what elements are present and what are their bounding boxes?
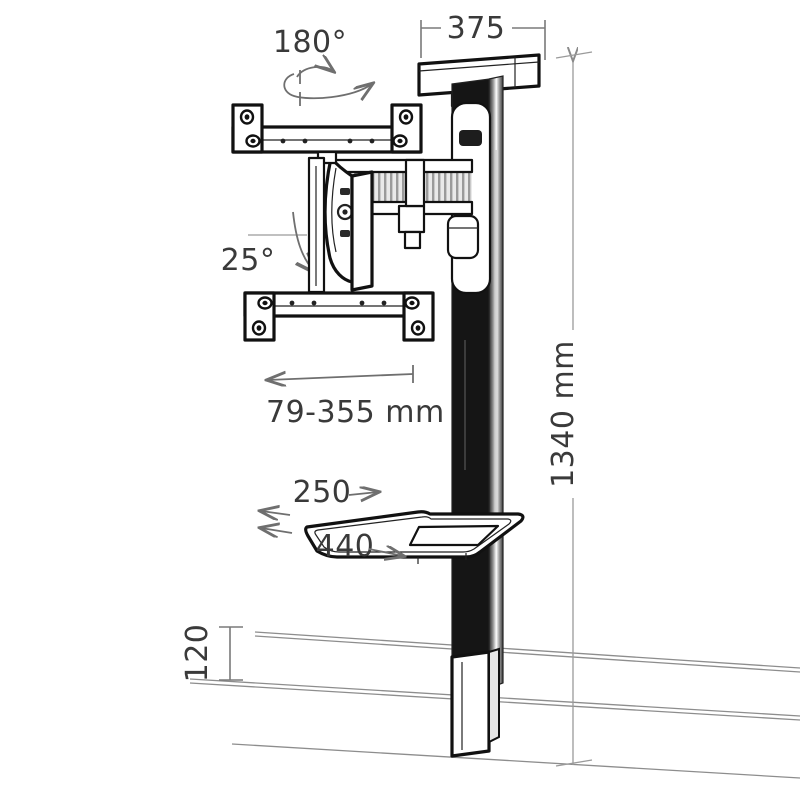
equipment-shelf <box>304 510 525 564</box>
dimension-extension-range: 79-355 mm <box>266 365 445 430</box>
swivel-angle-label: 180° <box>273 25 347 60</box>
dimension-label-120: 120 <box>180 624 215 683</box>
annotation-swivel-180: 180° <box>273 25 372 106</box>
tilt-adjustment-plate <box>323 156 374 292</box>
dimension-shelf-depth-250: 250 <box>261 475 378 515</box>
swivel-rotation-arrow-icon <box>283 67 372 106</box>
dimension-label-440: 440 <box>316 529 375 564</box>
bracket-vertical-connector <box>307 156 326 294</box>
dimension-label-375: 375 <box>447 11 506 46</box>
dimension-label-250: 250 <box>293 475 352 510</box>
wall-plate-logo <box>459 130 482 146</box>
annotation-tilt-25: 25° <box>221 211 314 278</box>
dimension-shelf-width-440: 440 <box>261 528 403 564</box>
dimension-label-1340: 1340 mm <box>546 340 581 488</box>
tilt-angle-label: 25° <box>221 243 276 278</box>
dimension-label-extension: 79-355 mm <box>266 395 445 430</box>
dimension-base-height-120: 120 <box>180 624 243 683</box>
dimension-depth-375: 375 <box>420 11 546 60</box>
shelf-inset-panel <box>408 524 500 547</box>
upper-vesa-bracket-bar <box>231 103 423 165</box>
lower-vesa-bracket-bar <box>243 291 435 342</box>
column-base-section <box>450 647 500 758</box>
dimension-height-1340: 1340 mm <box>546 52 593 767</box>
